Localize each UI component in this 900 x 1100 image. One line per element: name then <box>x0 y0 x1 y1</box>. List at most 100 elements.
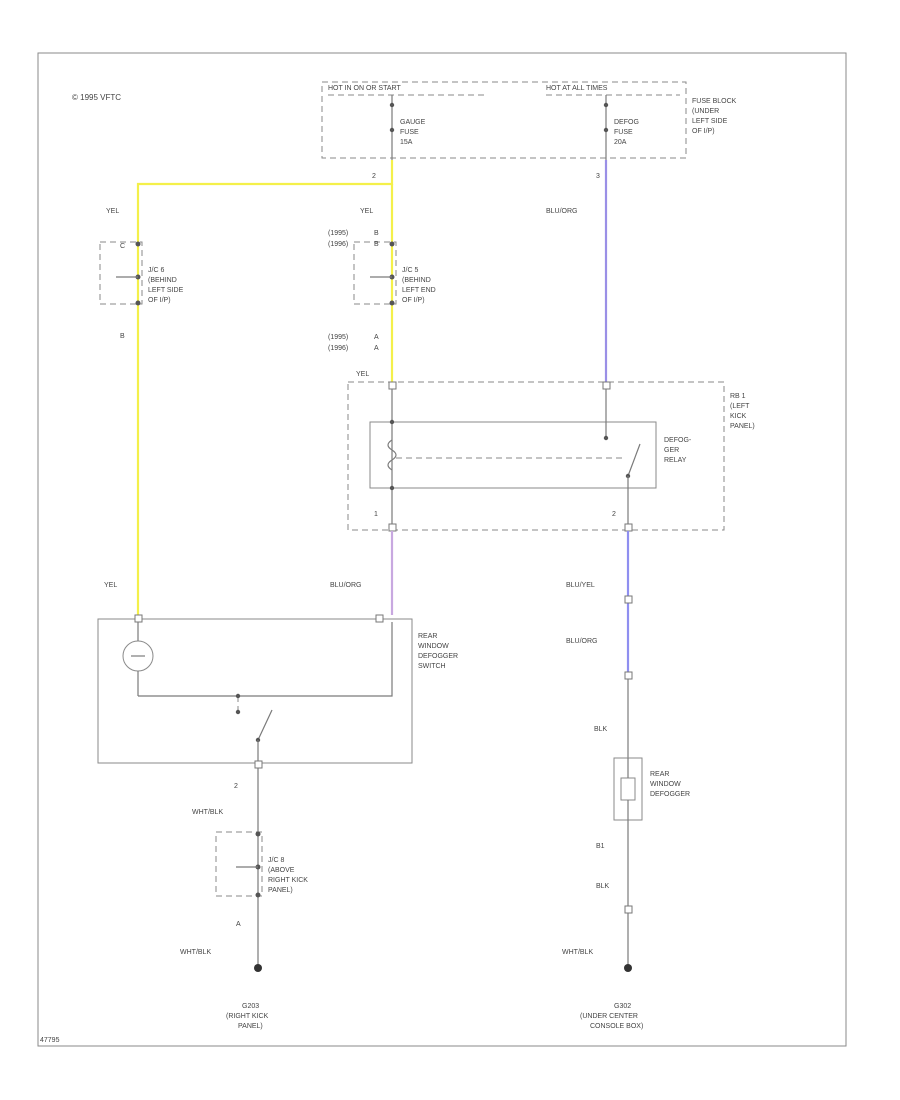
jc5-year: (1996) <box>328 345 348 352</box>
relay-label: DEFOG- <box>664 437 692 444</box>
inline-connector <box>624 595 633 604</box>
jc8-label: (ABOVE <box>268 867 295 874</box>
ground-left-id: G203 <box>242 1003 259 1010</box>
jc6-outline <box>99 241 143 305</box>
defogger-switch-box <box>97 618 413 764</box>
ground-right-id: G302 <box>614 1003 631 1010</box>
fuse-block-location: LEFT SIDE <box>692 118 728 125</box>
wire-label-blu-org: BLU/ORG <box>566 638 598 645</box>
switch-label: WINDOW <box>418 643 449 650</box>
jc6-terminal <box>135 241 141 247</box>
rb1-label: KICK <box>730 413 747 420</box>
switch-internal-bus <box>138 622 393 697</box>
fuse-pin-left: 2 <box>372 173 376 180</box>
jc8-label: J/C 8 <box>268 857 284 864</box>
jc5-outline <box>353 241 397 305</box>
jc5-label: (BEHIND <box>402 277 431 284</box>
gauge-fuse-label: GAUGE <box>400 119 426 126</box>
wire-label-blu-org: BLU/ORG <box>330 582 362 589</box>
inline-connector <box>624 671 633 680</box>
wire-label-blk: BLK <box>594 726 608 733</box>
jc6-label: OF I/P) <box>148 297 171 304</box>
jc8-outline <box>215 831 263 897</box>
relay-coil-terminal <box>389 485 395 491</box>
rb1-terminal <box>388 381 397 390</box>
rb1-outline <box>347 381 725 531</box>
switch-label: SWITCH <box>418 663 446 670</box>
wire-label-yel: YEL <box>356 371 369 378</box>
gauge-fuse-label: 15A <box>400 139 413 146</box>
rb1-label: RB 1 <box>730 393 746 400</box>
switch-arm <box>257 709 273 741</box>
rb1-terminal <box>602 381 611 390</box>
ground-right-label: CONSOLE BOX) <box>590 1023 643 1030</box>
wire-label-wht-blk: WHT/BLK <box>180 949 211 956</box>
hot-all-times-label: HOT AT ALL TIMES <box>546 85 608 92</box>
relay-label: RELAY <box>664 457 687 464</box>
hot-run-start-label: HOT IN ON OR START <box>328 85 401 92</box>
wire-label-yel: YEL <box>106 208 119 215</box>
relay-coil <box>387 439 397 471</box>
defogger-relay-box <box>369 421 657 489</box>
defog-fuse-dot <box>603 102 609 108</box>
wire-label-wht-blk: WHT/BLK <box>192 809 223 816</box>
fuse-block-outline <box>321 81 687 159</box>
jc8-pin: A <box>236 921 241 928</box>
jc6-label: (BEHIND <box>148 277 177 284</box>
rb1-terminal <box>388 523 397 532</box>
ground-icon <box>624 964 632 972</box>
jc8-label: RIGHT KICK <box>268 877 308 884</box>
switch-terminal <box>375 614 384 623</box>
switch-terminal <box>134 614 143 623</box>
gauge-fuse-label: FUSE <box>400 129 419 136</box>
rb1-pin-left: 1 <box>374 511 378 518</box>
jc5-label: LEFT END <box>402 287 436 294</box>
rb1-pin-right: 2 <box>612 511 616 518</box>
defog-fuse-label: 20A <box>614 139 627 146</box>
defog-fuse-label: DEFOG <box>614 119 639 126</box>
diagram-code: 47795 <box>40 1037 60 1044</box>
switch-label: DEFOGGER <box>418 653 458 660</box>
jc8-label: PANEL) <box>268 887 293 894</box>
jc5-label: J/C 5 <box>402 267 418 274</box>
yel-wire-left <box>136 160 394 615</box>
wire-label-wht-blk: WHT/BLK <box>562 949 593 956</box>
wire-label-yel: YEL <box>360 208 373 215</box>
gauge-fuse-dot <box>389 127 395 133</box>
ground-left-label: (RIGHT KICK <box>226 1013 269 1020</box>
jc5-terminal <box>389 300 395 306</box>
ground-left-label: PANEL) <box>238 1023 263 1030</box>
fuse-block-location: FUSE BLOCK <box>692 98 737 105</box>
jc6-label: LEFT SIDE <box>148 287 184 294</box>
defog-fuse-label: FUSE <box>614 129 633 136</box>
switch-pin: 2 <box>234 783 238 790</box>
wire-label-blk: BLK <box>596 883 610 890</box>
diagram-frame <box>37 52 847 1047</box>
switch-terminal <box>254 760 263 769</box>
copyright-text: © 1995 VFTC <box>72 93 121 102</box>
defogger-pin: B1 <box>596 843 605 850</box>
wire-label-blu-yel: BLU/YEL <box>566 582 595 589</box>
jc5-pin: B <box>374 230 379 237</box>
defog-fuse-dot <box>603 127 609 133</box>
jc5-year: (1996) <box>328 241 348 248</box>
ground-icon <box>254 964 262 972</box>
jc6-label: J/C 6 <box>148 267 164 274</box>
defogger-heating-element-icon <box>620 777 636 801</box>
jc6-pin-bottom: B <box>120 333 125 340</box>
jc5-label: OF I/P) <box>402 297 425 304</box>
jc5-terminal <box>389 241 395 247</box>
ground-right-label: (UNDER CENTER <box>580 1013 638 1020</box>
gauge-fuse-dot <box>389 102 395 108</box>
relay-coil-terminal <box>389 419 395 425</box>
jc8-terminal <box>255 892 261 898</box>
jc6-pin-top: C <box>120 243 125 250</box>
relay-label: GER <box>664 447 679 454</box>
fuse-block-location: (UNDER <box>692 108 719 115</box>
jc8-terminal <box>255 831 261 837</box>
wire-label-yel: YEL <box>104 582 117 589</box>
inline-connector <box>624 905 633 914</box>
defogger-label: WINDOW <box>650 781 681 788</box>
rb1-label: PANEL) <box>730 423 755 430</box>
